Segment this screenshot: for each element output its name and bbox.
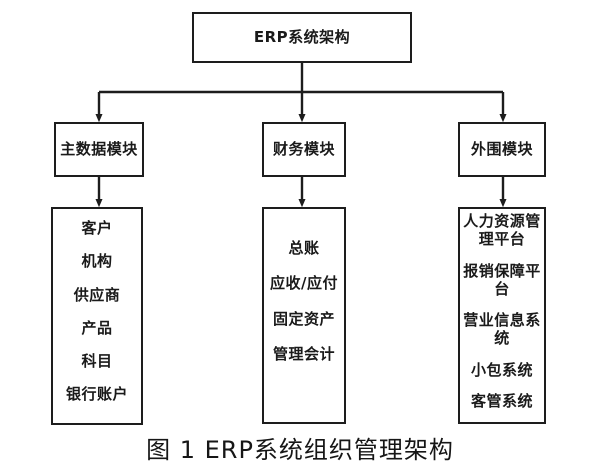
root-node-erp-architecture: ERP系统架构 bbox=[192, 12, 412, 63]
module-node-master-data: 主数据模块 bbox=[54, 122, 144, 177]
module-node-peripheral: 外围模块 bbox=[458, 122, 546, 177]
figure-caption: 图 1 ERP系统组织管理架构 bbox=[146, 436, 454, 464]
detail-column-master-data: 客户机构供应商产品科目银行账户 bbox=[51, 207, 143, 425]
detail-item: 科目 bbox=[81, 352, 113, 371]
detail-item: 银行账户 bbox=[65, 385, 128, 404]
detail-item: 总账 bbox=[288, 239, 320, 257]
detail-item: 客户 bbox=[81, 219, 113, 237]
module-node-finance: 财务模块 bbox=[262, 122, 346, 177]
detail-item: 小包系统 bbox=[470, 360, 533, 379]
detail-item: 产品 bbox=[81, 318, 113, 337]
detail-item: 报销保障平台 bbox=[463, 261, 541, 298]
detail-column-finance: 总账应收/应付固定资产管理会计 bbox=[262, 207, 346, 424]
detail-item: 管理会计 bbox=[272, 344, 335, 363]
detail-item: 机构 bbox=[81, 252, 113, 271]
detail-item: 人力资源管理平台 bbox=[463, 212, 541, 249]
detail-item: 客管系统 bbox=[470, 392, 533, 411]
detail-item: 应收/应付 bbox=[270, 274, 338, 293]
detail-item: 营业信息系统 bbox=[463, 311, 541, 348]
detail-item: 固定资产 bbox=[272, 309, 335, 328]
detail-item: 供应商 bbox=[73, 285, 121, 304]
detail-column-peripheral: 人力资源管理平台报销保障平台营业信息系统小包系统客管系统 bbox=[458, 207, 546, 424]
